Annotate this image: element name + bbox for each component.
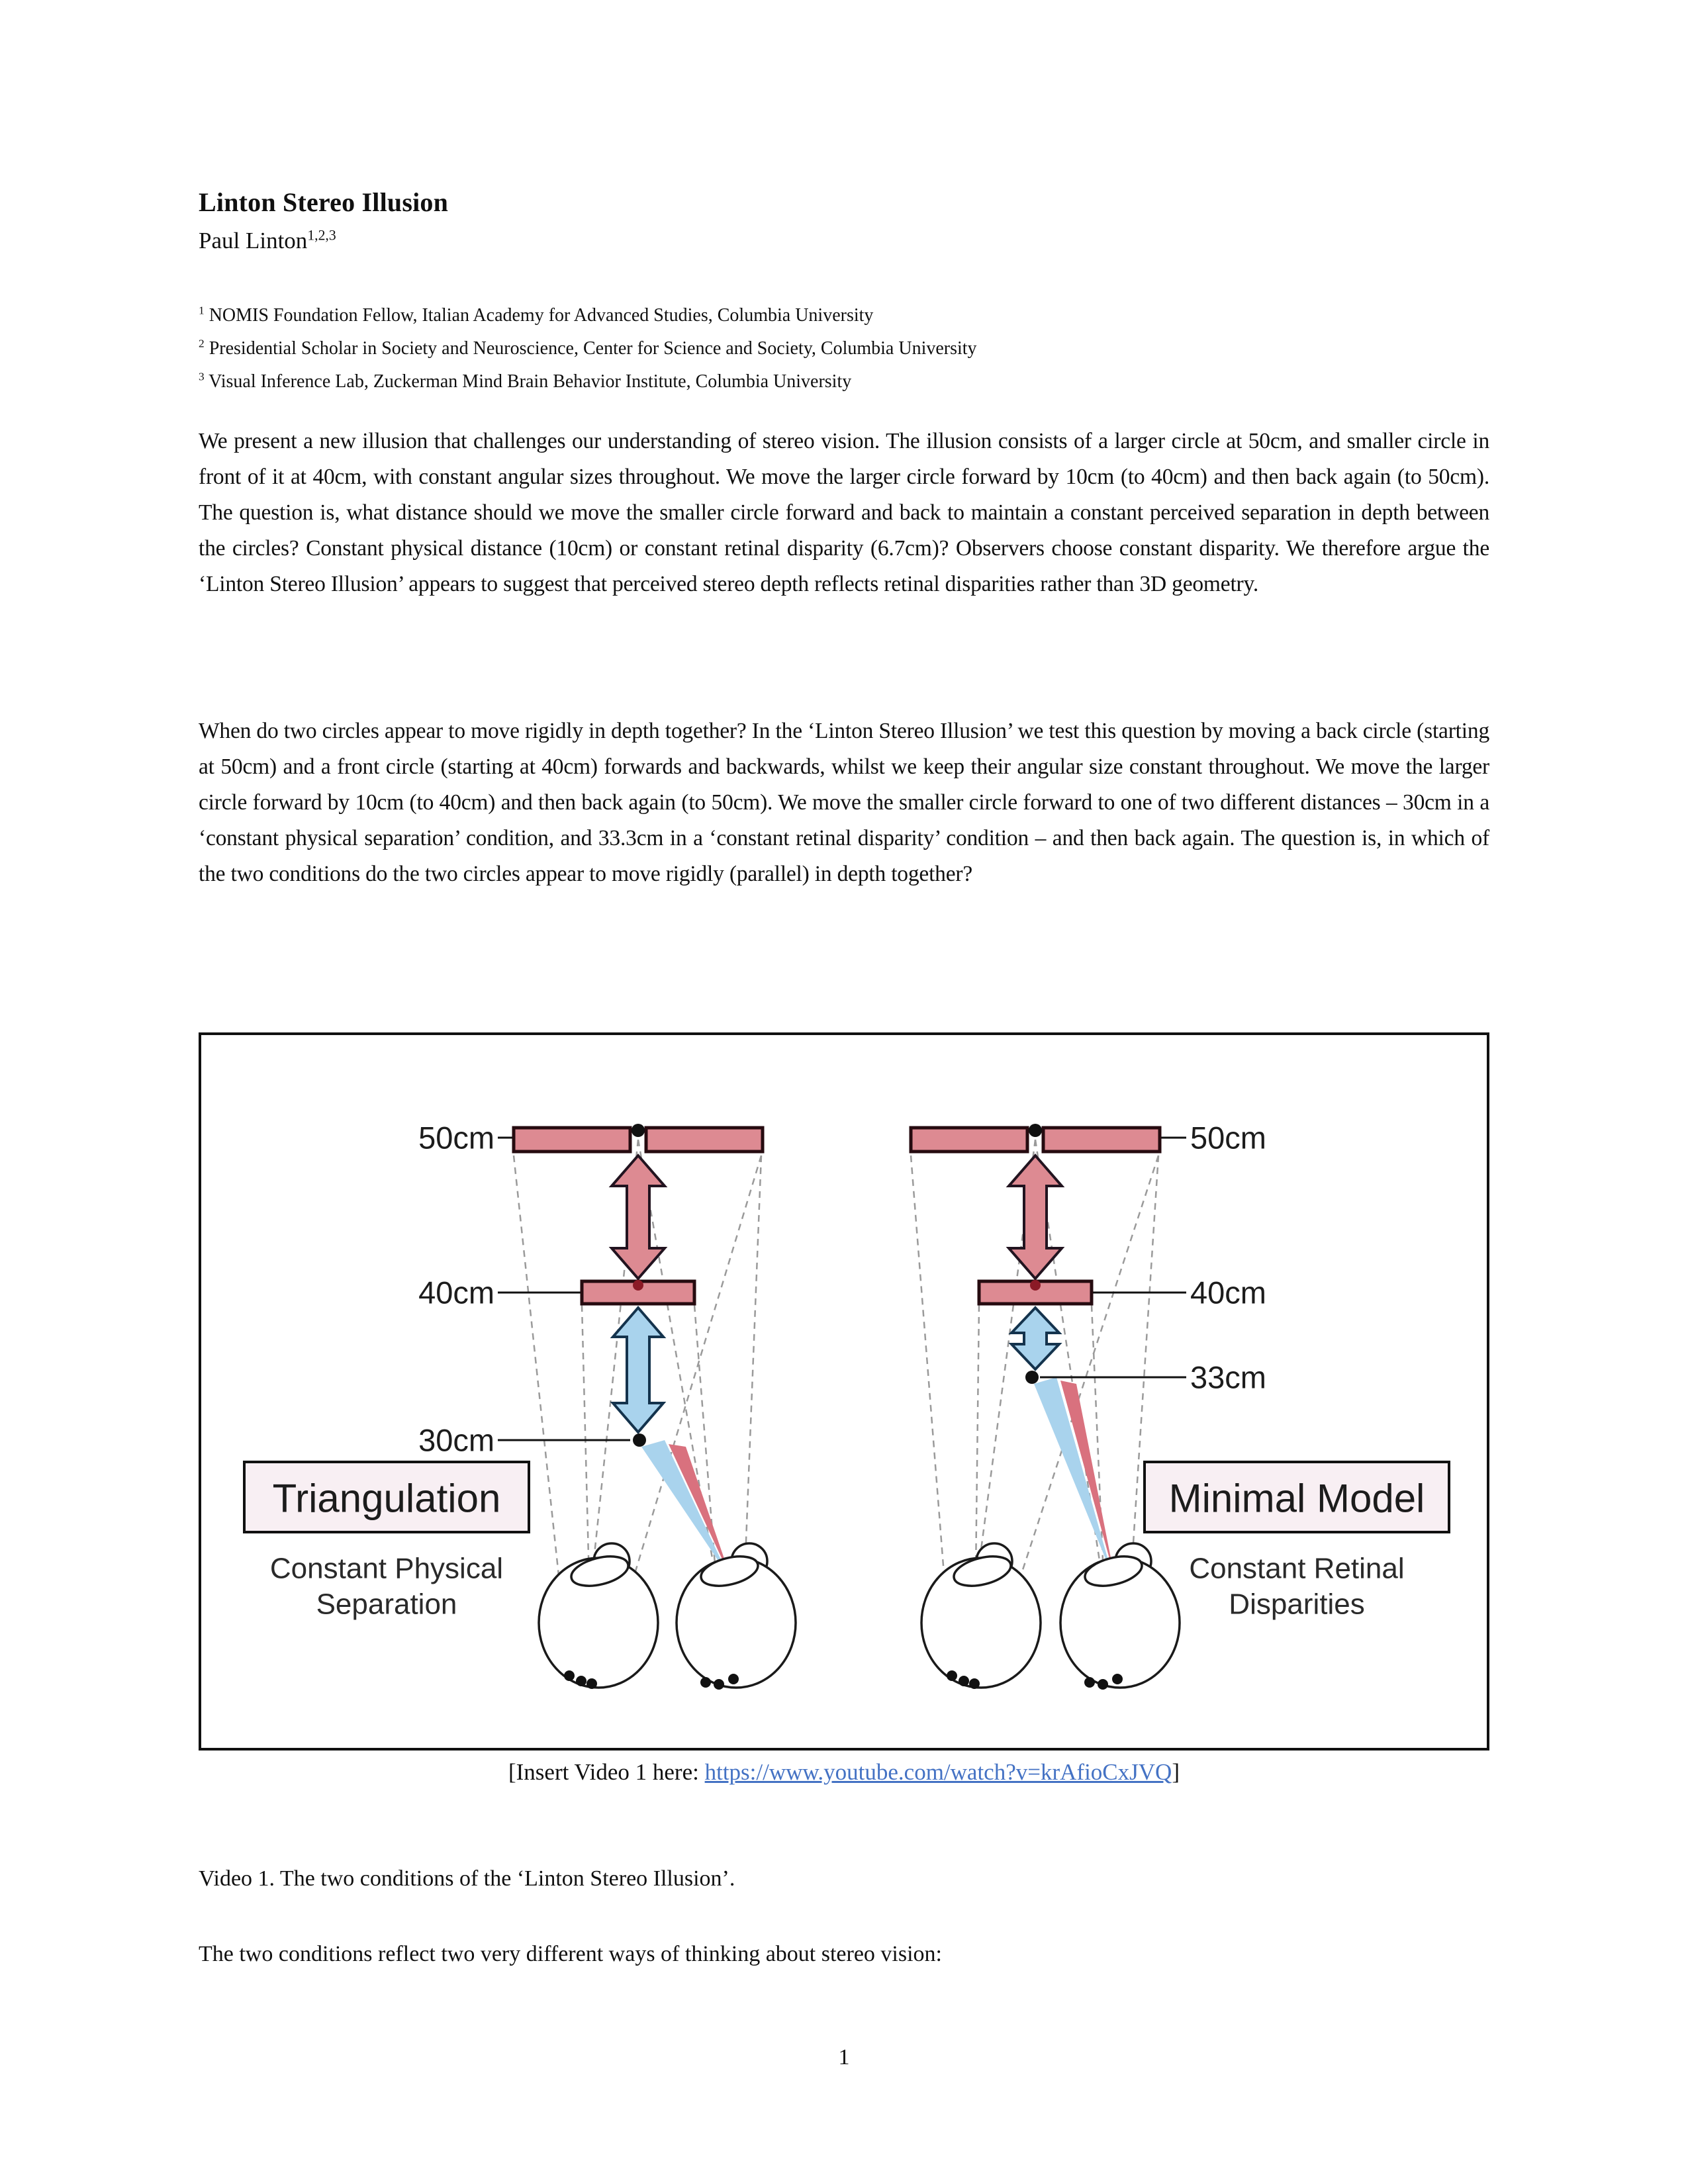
caption-suffix: ] (1172, 1759, 1180, 1785)
dot-40cm-left (633, 1280, 643, 1291)
condition-right-line2: Disparities (1229, 1588, 1364, 1621)
retina-dot (947, 1670, 957, 1681)
author-name: Paul Linton (199, 228, 308, 253)
affiliation-2: 2 Presidential Scholar in Society and Ne… (199, 332, 1489, 365)
label-33cm-right: 33cm (1190, 1360, 1266, 1395)
affiliation-3-text: Visual Inference Lab, Zuckerman Mind Bra… (204, 371, 852, 392)
blue-wedge-upper (641, 1440, 729, 1576)
lens (570, 1555, 630, 1587)
retina-dot (576, 1676, 586, 1686)
retina-dot (728, 1674, 739, 1684)
fixation-dot-50cm-left (632, 1124, 645, 1137)
video-caption: Video 1. The two conditions of the ‘Lint… (199, 1866, 735, 1891)
condition-left-line1: Constant Physical (270, 1553, 503, 1585)
video-link[interactable]: https://www.youtube.com/watch?v=krAfioCx… (704, 1759, 1172, 1785)
label-40cm-right: 40cm (1190, 1275, 1266, 1310)
retina-dot (700, 1677, 711, 1688)
page-content: Linton Stereo Illusion Paul Linton1,2,3 … (199, 0, 1489, 2184)
blue-depth-arrow-right (1008, 1306, 1062, 1371)
author-superscript: 1,2,3 (307, 227, 336, 244)
triangulation-label-box (243, 1461, 530, 1533)
dot-40cm-right (1030, 1280, 1041, 1291)
retina-dot (564, 1670, 575, 1681)
label-40cm-left: 40cm (418, 1275, 494, 1310)
red-depth-arrow-right (1006, 1153, 1065, 1281)
back-circle-bar-right-b (1041, 1126, 1162, 1154)
affiliation-1: 1 NOMIS Foundation Fellow, Italian Acade… (199, 299, 1489, 332)
blue-wedge-upper (1034, 1377, 1113, 1576)
minimal-model-diagram: 50cm 40cm 33cm (909, 1120, 1450, 1690)
label-50cm-left: 50cm (418, 1120, 494, 1156)
minimal-model-label: Minimal Model (1169, 1477, 1425, 1521)
stereo-illusion-diagram: 50cm 40cm 30cm (243, 1120, 1450, 1690)
fixation-dot-50cm-right (1029, 1124, 1042, 1137)
retina-dot (714, 1679, 724, 1690)
triangulation-diagram: 50cm 40cm 30cm (243, 1120, 797, 1690)
caption-prefix: [Insert Video 1 here: (508, 1759, 705, 1785)
red-wedge-upper (669, 1444, 731, 1578)
abstract-paragraph: We present a new illusion that challenge… (199, 429, 1489, 596)
retina-dot (1112, 1674, 1123, 1684)
lens (953, 1555, 1012, 1587)
back-circle-bar-left-b (644, 1126, 765, 1154)
retina-dot (969, 1678, 980, 1689)
condition-left-line2: Separation (316, 1588, 457, 1621)
minimal-model-label-box (1143, 1461, 1450, 1533)
author-line: Paul Linton1,2,3 (199, 228, 1489, 254)
affiliation-2-text: Presidential Scholar in Society and Neur… (204, 338, 977, 359)
affiliation-3-marker: 3 (199, 370, 205, 383)
left-eye-pair (538, 1542, 797, 1690)
page-title: Linton Stereo Illusion (199, 187, 449, 217)
retina-dot (586, 1678, 597, 1689)
closing-line: The two conditions reflect two very diff… (199, 1942, 942, 1966)
red-wedge-upper (1060, 1381, 1115, 1578)
blue-depth-arrow-left (610, 1305, 667, 1435)
red-depth-arrow-left (608, 1153, 668, 1281)
dot-30cm-left (633, 1433, 646, 1447)
affiliations: 1 NOMIS Foundation Fellow, Italian Acade… (199, 299, 1489, 398)
affiliation-1-text: NOMIS Foundation Fellow, Italian Academy… (204, 305, 874, 326)
retina-dot (1084, 1677, 1095, 1688)
intro-paragraph: When do two circles appear to move rigid… (199, 719, 1489, 886)
affiliation-1-marker: 1 (199, 304, 205, 317)
page-number: 1 (838, 2045, 850, 2070)
affiliation-2-marker: 2 (199, 337, 205, 350)
triangulation-label: Triangulation (273, 1477, 501, 1521)
retina-dot (1098, 1679, 1108, 1690)
condition-right-line1: Constant Retinal (1189, 1553, 1404, 1585)
figure-caption: [Insert Video 1 here: https://www.youtub… (199, 1759, 1489, 1786)
lens (700, 1555, 759, 1587)
back-circle-bar-left-a (512, 1126, 632, 1154)
right-eye-pair (920, 1542, 1181, 1690)
dot-33cm-right (1025, 1371, 1039, 1384)
label-50cm-right: 50cm (1190, 1120, 1266, 1156)
figure-1: 50cm 40cm 30cm (199, 1032, 1489, 1751)
back-circle-bar-right-a (909, 1126, 1029, 1154)
retina-dot (959, 1676, 969, 1686)
lens (1084, 1555, 1143, 1587)
affiliation-3: 3 Visual Inference Lab, Zuckerman Mind B… (199, 365, 1489, 398)
label-30cm-left: 30cm (418, 1423, 494, 1458)
